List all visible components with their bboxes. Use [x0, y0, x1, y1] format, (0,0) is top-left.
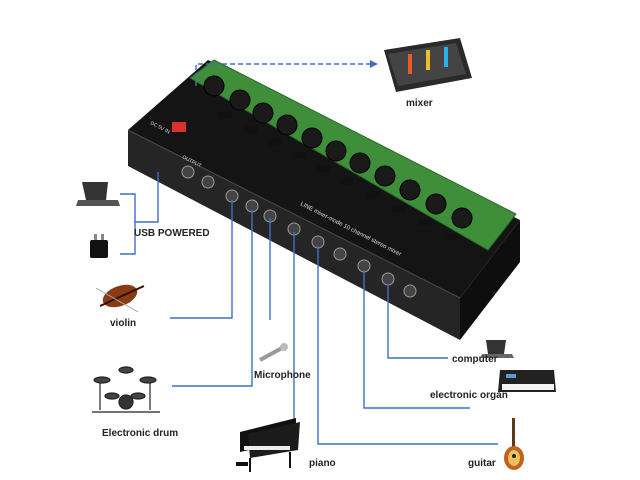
mixer-image [384, 38, 472, 92]
computer-cable [387, 284, 448, 359]
electronic-organ-image [498, 370, 556, 392]
computer-label: computer [452, 354, 498, 365]
guitar-label: guitar [468, 458, 496, 469]
microphone-image [259, 343, 288, 362]
organ-cable [363, 270, 470, 409]
mixer-cable [195, 63, 370, 86]
mixer-label: mixer [406, 98, 433, 109]
piano-image [236, 418, 300, 472]
channel-buttons [218, 112, 458, 240]
mixer-device: LINE mixer-mode 10 channel stereo mixer … [127, 59, 520, 340]
guitar-image [504, 418, 524, 470]
power-adapter-image [90, 234, 108, 258]
computer-image [480, 340, 514, 358]
electronic-drum-label: Electronic drum [102, 428, 179, 439]
electronic-organ-label: electronic organ [430, 390, 508, 401]
drum-cable [172, 210, 253, 387]
laptop-image [76, 182, 120, 206]
guitar-cable [317, 246, 498, 445]
usb-powered-label: USB POWERED [134, 228, 210, 239]
level-knobs [203, 75, 473, 229]
microphone-label: Microphone [254, 370, 311, 381]
power-switch [172, 122, 186, 132]
usb-cable [120, 172, 159, 255]
violin-cable [170, 200, 233, 319]
violin-image [95, 284, 145, 313]
cables [120, 60, 498, 445]
electronic-drum-image [92, 366, 160, 413]
violin-label: violin [110, 318, 137, 329]
piano-label: piano [309, 458, 336, 469]
